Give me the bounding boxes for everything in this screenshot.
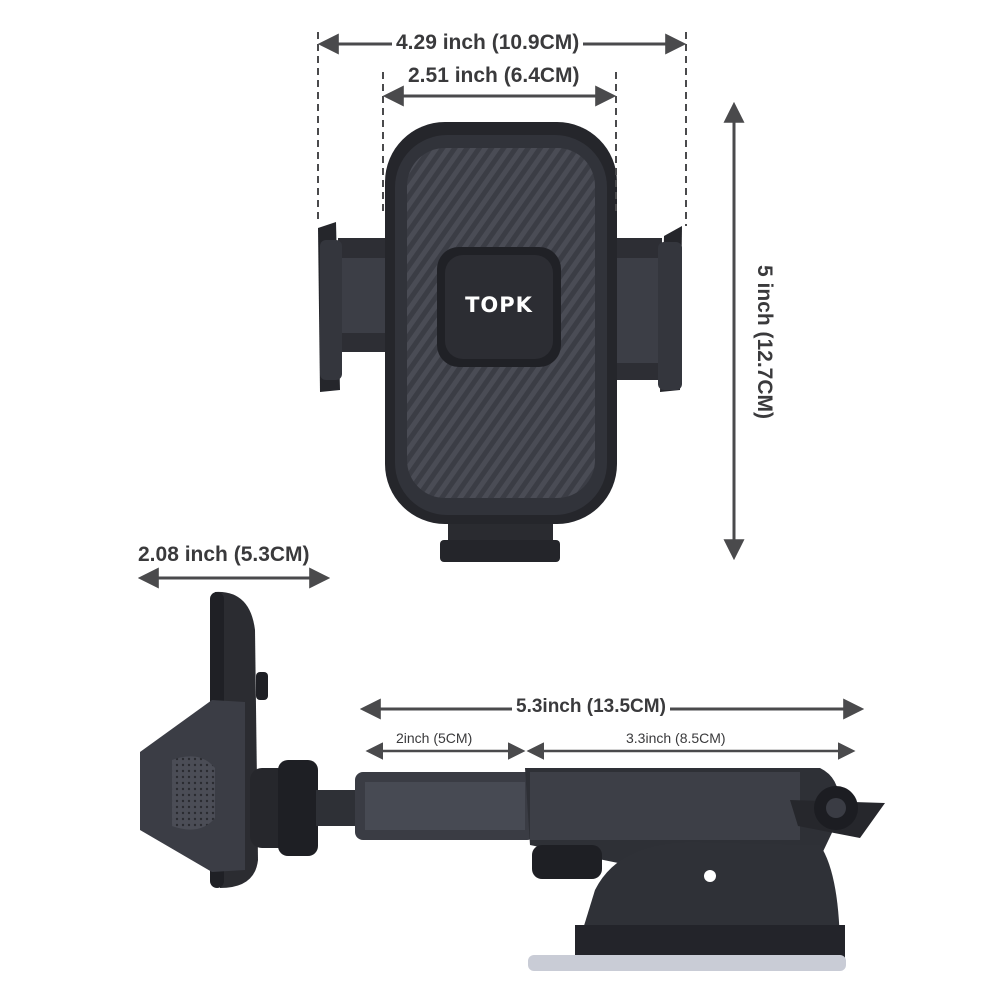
height-label: 5 inch (12.7CM) bbox=[752, 248, 776, 436]
holder-front-view bbox=[318, 122, 682, 562]
total-width-label: 4.29 inch (10.9CM) bbox=[392, 31, 584, 55]
depth-label: 2.08 inch (5.3CM) bbox=[138, 543, 310, 566]
arm-total-label: 5.3inch (13.5CM) bbox=[512, 696, 670, 718]
arm-extension-label: 2inch (5CM) bbox=[396, 730, 473, 746]
holder-side-view bbox=[140, 591, 885, 971]
arm-base-label: 3.3inch (8.5CM) bbox=[626, 730, 726, 746]
topk-logo: TOPK bbox=[465, 293, 533, 317]
inner-width-label: 2.51 inch (6.4CM) bbox=[408, 64, 580, 87]
